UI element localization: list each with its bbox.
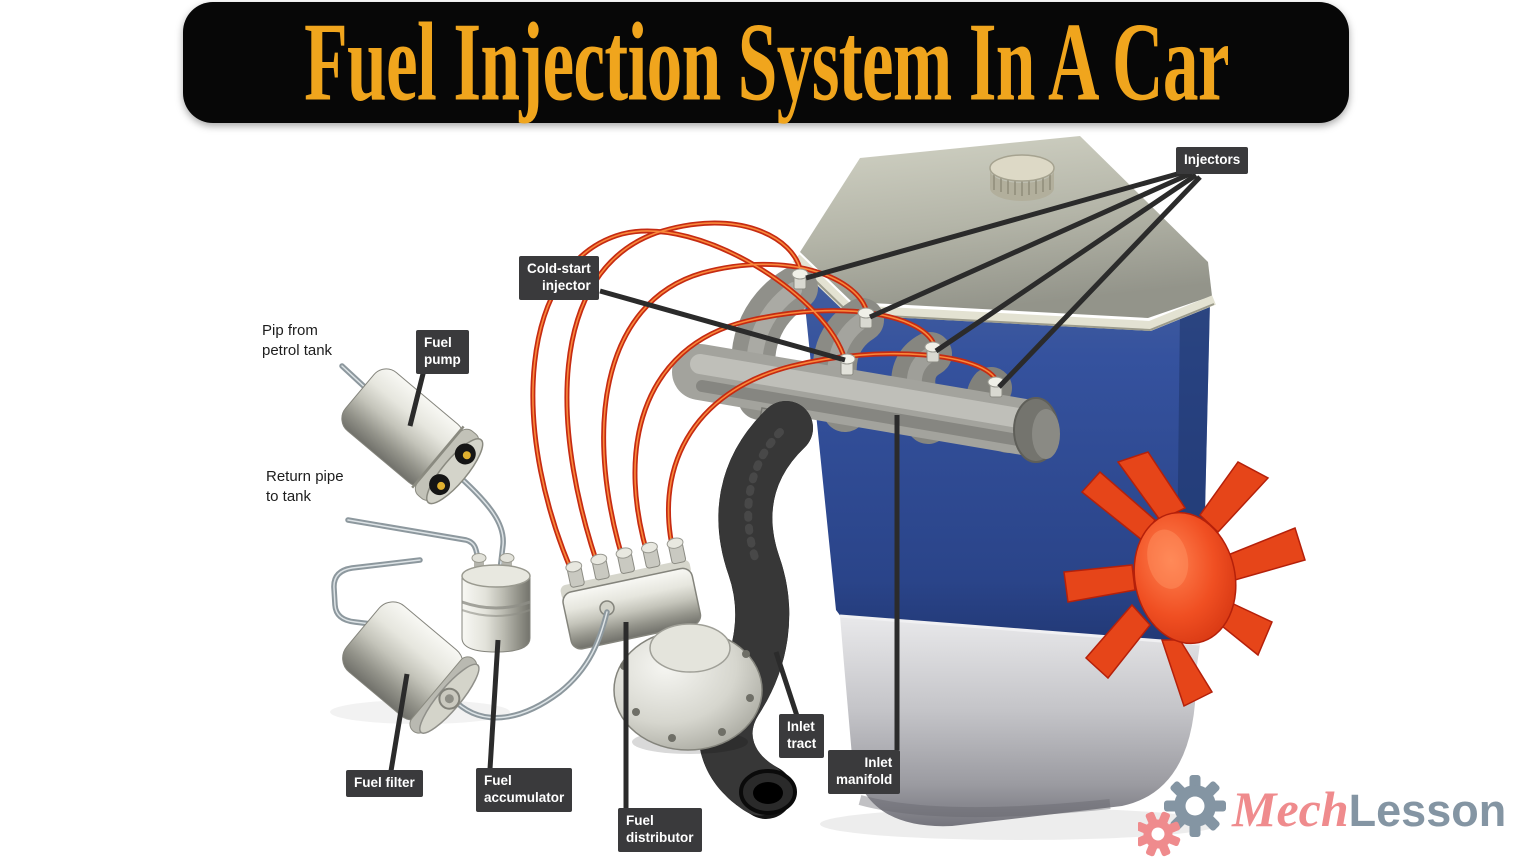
fuel-distributor-unit [560,537,763,754]
brand-words: MechLesson [1232,780,1506,838]
inlet-tract-hose [698,401,813,819]
callout-fuel-filter: Fuel filter [346,770,423,797]
injector-fittings [791,268,1005,398]
title-banner: Fuel Injection System In A Car [183,2,1349,123]
oil-pan-shade [858,795,1111,818]
oil-filler-cap [989,154,1055,201]
callout-cold-start-injector: Cold-start injector [519,256,599,300]
fuel-accumulator-unit [461,553,531,653]
callout-injectors: Injectors [1176,147,1249,174]
fuel-pump-unit [341,368,484,505]
hose-opening-inner [753,782,783,804]
airflow-dome-top [649,623,731,673]
manifold-end-face [1032,409,1060,459]
brand-word-mech: Mech [1232,781,1349,837]
distributor-towers [565,537,687,588]
callout-fuel-accumulator: Fuel accumulator [476,768,573,812]
brand-word-lesson: Lesson [1348,785,1507,836]
gear-icon [1138,775,1226,857]
brand-logo: MechLesson [1138,772,1528,860]
label-pip-from-petrol-tank: Pip from petrol tank [262,322,333,359]
callout-fuel-pump: Fuel pump [416,330,469,374]
oil-pan-edge [839,614,1201,646]
cooling-fan [1063,451,1306,708]
callout-inlet-tract: Inlet tract [779,714,825,758]
fuel-filter-unit [342,601,480,734]
leader-lines [388,168,1202,808]
label-return-pipe-to-tank: Return pipe to tank [266,468,344,505]
page-title: Fuel Injection System In A Car [303,0,1229,124]
callout-inlet-manifold: Inlet manifold [828,750,901,794]
callout-fuel-distributor: Fuel distributor [618,808,702,852]
